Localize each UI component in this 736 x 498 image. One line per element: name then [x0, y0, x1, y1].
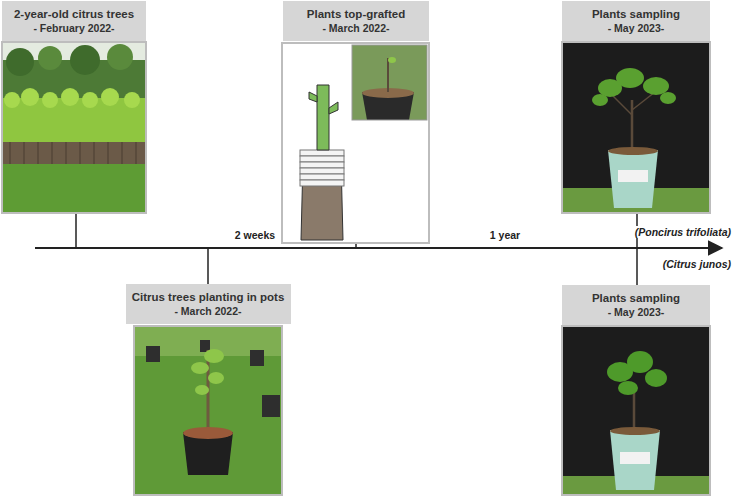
sampling-photo: [562, 42, 710, 213]
stage-date: - May 2023-: [608, 306, 665, 319]
stage-label-box: 2-year-old citrus trees- February 2022-: [2, 1, 146, 41]
stage-label-box: Citrus trees planting in pots- March 202…: [126, 284, 291, 324]
stage-label-box: Plants sampling- May 2023-: [562, 1, 710, 41]
interval-label: 2 weeks: [233, 229, 277, 241]
stage-label-box: Plants top-grafted- March 2022-: [283, 1, 429, 41]
stage-title: Plants sampling: [592, 291, 680, 305]
stage-date: - May 2023-: [608, 22, 665, 35]
orchard-photo: [2, 42, 146, 213]
grafting-sketch: [282, 43, 429, 243]
species-label: (Poncirus trifoliata): [633, 226, 733, 238]
interval-label: 1 year: [488, 229, 522, 241]
stage-title: Citrus trees planting in pots: [132, 290, 285, 304]
stage-title: Plants top-grafted: [307, 7, 405, 21]
stage-date: - February 2022-: [33, 22, 114, 35]
stage-date: - March 2022-: [322, 22, 389, 35]
sampling-photo: [562, 326, 710, 495]
stage-date: - March 2022-: [174, 305, 241, 318]
stage-title: 2-year-old citrus trees: [14, 7, 134, 21]
planting-photo: [134, 326, 282, 495]
stage-title: Plants sampling: [592, 7, 680, 21]
timeline-axis: [35, 247, 722, 249]
stage-label-box: Plants sampling- May 2023-: [562, 285, 710, 325]
species-label: (Citrus junos): [661, 258, 733, 270]
